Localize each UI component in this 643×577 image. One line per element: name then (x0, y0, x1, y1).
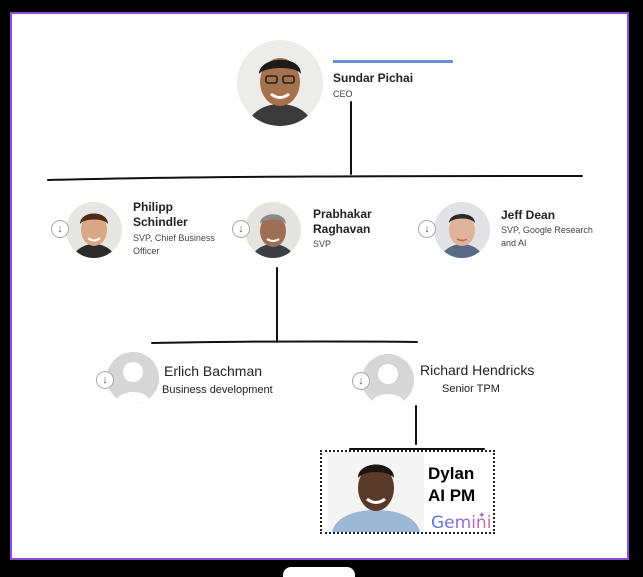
jeff-dean-download-arrow-icon[interactable]: ↓ (418, 220, 436, 238)
bottom-handle (283, 567, 355, 577)
richard-person-silhouette-icon (362, 354, 414, 406)
erlich-name: Erlich Bachman (164, 363, 263, 379)
philipp-name-line1: Philipp (133, 200, 173, 214)
gemini-sparkle-icon: ✦ (478, 510, 486, 520)
erlich-title: Business development (162, 384, 273, 396)
prabhakar-name-line1: Prabhakar (313, 207, 372, 221)
jeff-dean-name: Jeff Dean (501, 208, 556, 222)
jeff-dean-photo-avatar (434, 202, 490, 258)
philipp-download-arrow-icon[interactable]: ↓ (51, 220, 69, 238)
philipp-title-line1: SVP, Chief Business (133, 233, 215, 243)
prabhakar-download-arrow-icon[interactable]: ↓ (232, 220, 250, 238)
ceo-title: CEO (333, 89, 353, 99)
org-chart-canvas (10, 12, 629, 560)
ceo-name: Sundar Pichai (333, 71, 414, 85)
erlich-download-arrow-icon[interactable]: ↓ (96, 371, 114, 389)
ceo-accent-bar (333, 60, 453, 63)
philipp-name-line2: Schindler (133, 215, 188, 229)
richard-title: Senior TPM (442, 383, 500, 395)
dylan-photo (328, 452, 424, 532)
prabhakar-title: SVP (313, 239, 332, 249)
prabhakar-name-line2: Raghavan (313, 222, 371, 236)
jeff-dean-title-line2: and AI (501, 238, 527, 248)
erlich-person-silhouette-icon (107, 352, 159, 404)
gemini-logo: Gemini (431, 513, 492, 533)
dylan-name: Dylan (428, 464, 475, 483)
philipp-title-line2: Officer (133, 246, 160, 256)
philipp-photo-avatar (66, 202, 122, 258)
prabhakar-photo-avatar (245, 202, 301, 258)
ceo-photo-avatar (237, 40, 323, 126)
richard-name: Richard Hendricks (420, 362, 535, 378)
jeff-dean-title-line1: SVP, Google Research (501, 225, 593, 235)
richard-download-arrow-icon[interactable]: ↓ (352, 372, 370, 390)
dylan-role: AI PM (428, 486, 476, 505)
